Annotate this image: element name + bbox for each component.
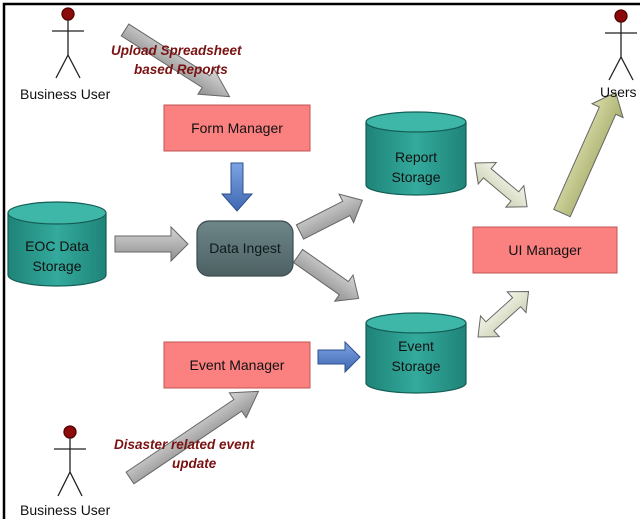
eoc-storage-label-line2: Storage [32, 258, 81, 274]
report-storage-label-line1: Report [395, 149, 437, 165]
eoc-to-ingest-arrow [114, 225, 189, 263]
eoc-storage-label-line1: EOC Data [25, 238, 89, 254]
event-manager-box: Event Manager [163, 341, 311, 389]
ui-manager-box: UI Manager [472, 226, 618, 274]
business-user-top-label: Business User [20, 86, 111, 102]
report-ui-double-arrow [474, 162, 528, 208]
ingest-to-event-arrow [292, 248, 360, 302]
event-storage-label-line1: Event [398, 338, 434, 354]
disaster-arrow [125, 390, 260, 485]
disaster-annotation-line1: Disaster related event [114, 437, 255, 452]
event-ui-double-arrow [477, 290, 530, 338]
ingest-to-report-arrow [295, 193, 364, 240]
form-manager-box: Form Manager [163, 104, 311, 152]
report-storage: Report Storage [365, 111, 467, 196]
actor-head-icon [614, 9, 628, 23]
ui-to-users-arrow [553, 91, 624, 218]
form-to-ingest-arrow [220, 162, 254, 212]
upload-annotation-line2: based Reports [134, 62, 228, 77]
event-storage-label-line2: Storage [391, 358, 440, 374]
form-manager-label: Form Manager [191, 120, 283, 136]
business-user-top-actor [52, 7, 84, 79]
business-user-bottom-label: Business User [20, 502, 111, 518]
eoc-data-storage: EOC Data Storage [7, 201, 107, 287]
users-actor [605, 9, 637, 81]
event-manager-to-storage-arrow [317, 340, 361, 374]
actor-head-icon [63, 425, 77, 439]
event-manager-label: Event Manager [190, 357, 285, 373]
event-storage: Event Storage [365, 312, 467, 394]
data-ingest-label: Data Ingest [209, 240, 281, 256]
business-user-bottom-actor [54, 425, 86, 497]
upload-arrow [120, 23, 231, 98]
upload-annotation-line1: Upload Spreadsheet [111, 43, 242, 58]
ui-manager-label: UI Manager [508, 242, 581, 258]
users-label: Users [600, 84, 637, 100]
disaster-annotation-line2: update [172, 456, 217, 471]
actor-head-icon [61, 7, 75, 21]
data-ingest-box: Data Ingest [196, 220, 294, 277]
report-storage-label-line2: Storage [391, 169, 440, 185]
